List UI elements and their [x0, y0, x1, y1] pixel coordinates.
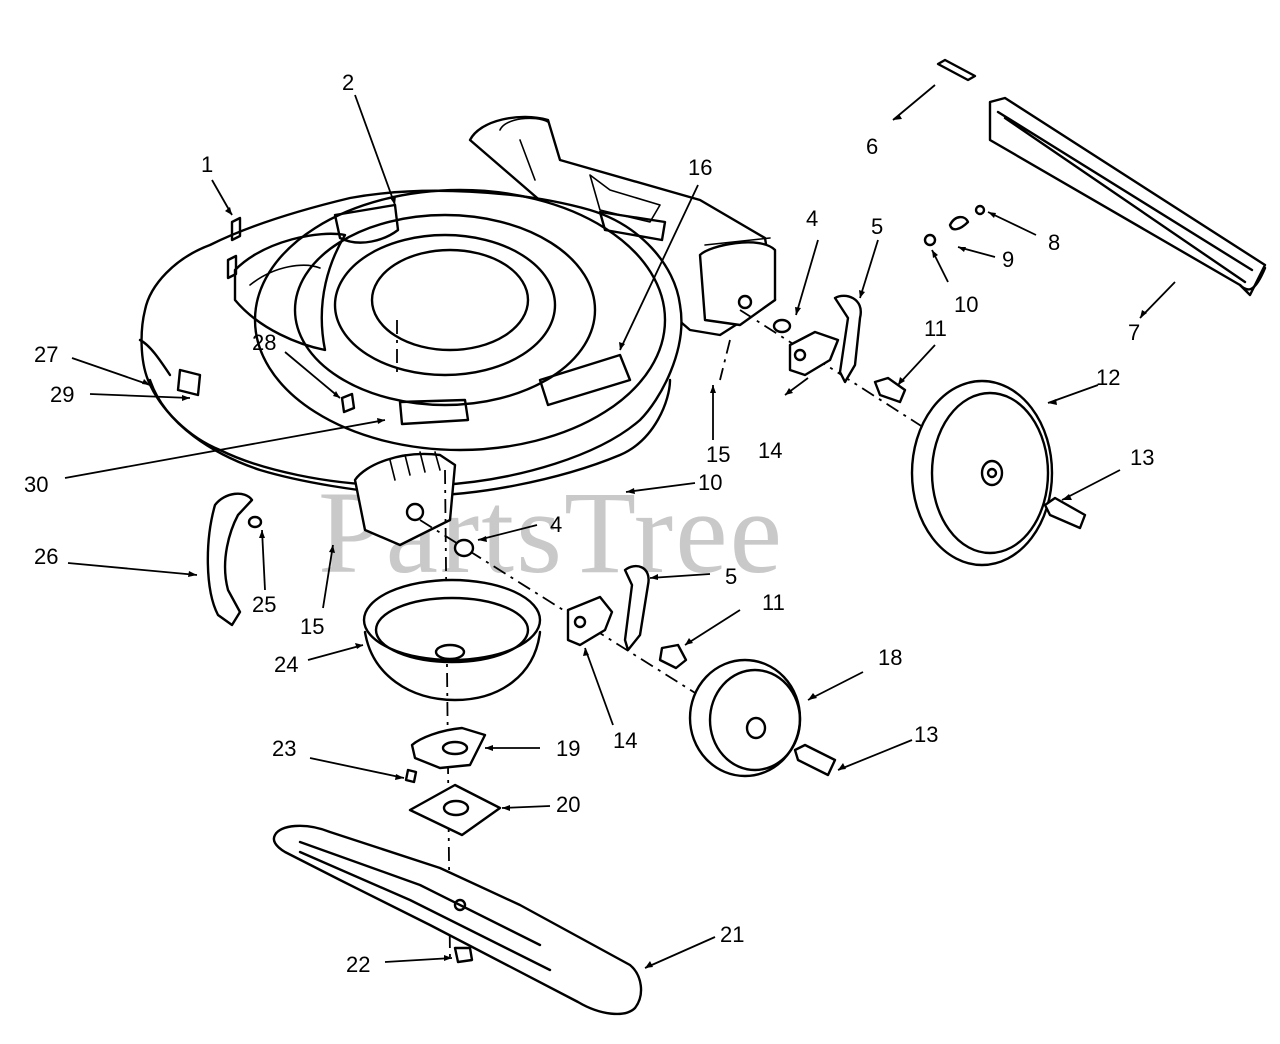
front-wheel: [688, 658, 802, 778]
callout-28: 28: [252, 330, 276, 355]
callout-20: 20: [556, 792, 580, 817]
callout-2: 2: [342, 70, 354, 95]
front-wheel-bolt: [793, 743, 837, 777]
callout-4-rear: 4: [806, 206, 818, 231]
callout-25: 25: [252, 592, 276, 617]
callout-7: 7: [1128, 320, 1140, 345]
rear-wheel: [910, 379, 1054, 567]
rear-wheel-bolt: [1043, 496, 1087, 530]
callout-16: 16: [688, 155, 712, 180]
callout-15-rear: 15: [706, 442, 730, 467]
callout-4-front: 4: [550, 512, 562, 537]
blade-adapter: [362, 578, 542, 702]
callout-21: 21: [720, 922, 744, 947]
callout-11-front: 11: [762, 590, 785, 615]
rear-height-adjuster: [772, 294, 907, 404]
spindle-plate: [408, 783, 502, 837]
hinge-rod: [936, 58, 977, 82]
callout-24: 24: [274, 652, 298, 677]
callout-23: 23: [272, 736, 296, 761]
callout-1: 1: [201, 152, 213, 177]
mulch-bracket: [206, 492, 263, 627]
spring-hardware: [923, 204, 986, 247]
leader-lines: [64, 84, 1176, 969]
callout-29: 29: [50, 382, 74, 407]
callout-27: 27: [34, 342, 58, 367]
callout-26: 26: [34, 544, 58, 569]
callout-18: 18: [878, 645, 902, 670]
callout-6: 6: [866, 134, 878, 159]
callout-10-front: 10: [698, 470, 722, 495]
callout-13-front: 13: [914, 722, 938, 747]
blade-nut: [453, 946, 474, 964]
callout-12: 12: [1096, 365, 1120, 390]
callout-19: 19: [556, 736, 580, 761]
callout-14-front: 14: [613, 728, 637, 753]
callout-22: 22: [346, 952, 370, 977]
callout-15-front: 15: [300, 614, 324, 639]
mower-blade: [272, 824, 643, 1016]
callout-9: 9: [1002, 247, 1014, 272]
rear-deflector: [988, 96, 1267, 297]
callout-5-front: 5: [725, 564, 737, 589]
callout-13-rear: 13: [1130, 445, 1154, 470]
callout-5-rear: 5: [871, 214, 883, 239]
callout-30: 30: [24, 472, 48, 497]
adapter-plate: [404, 726, 487, 784]
front-height-adjuster: [453, 538, 688, 670]
callout-14-rear: 14: [758, 438, 782, 463]
deck-housing: [138, 115, 991, 961]
callout-10-rear: 10: [954, 292, 978, 317]
callout-11-rear: 11: [924, 316, 947, 341]
callout-8: 8: [1048, 230, 1060, 255]
callout-labels: 1 2 4 4 5 5 6 7 8 9 10 10 11 11 12 13 13…: [24, 70, 1154, 977]
